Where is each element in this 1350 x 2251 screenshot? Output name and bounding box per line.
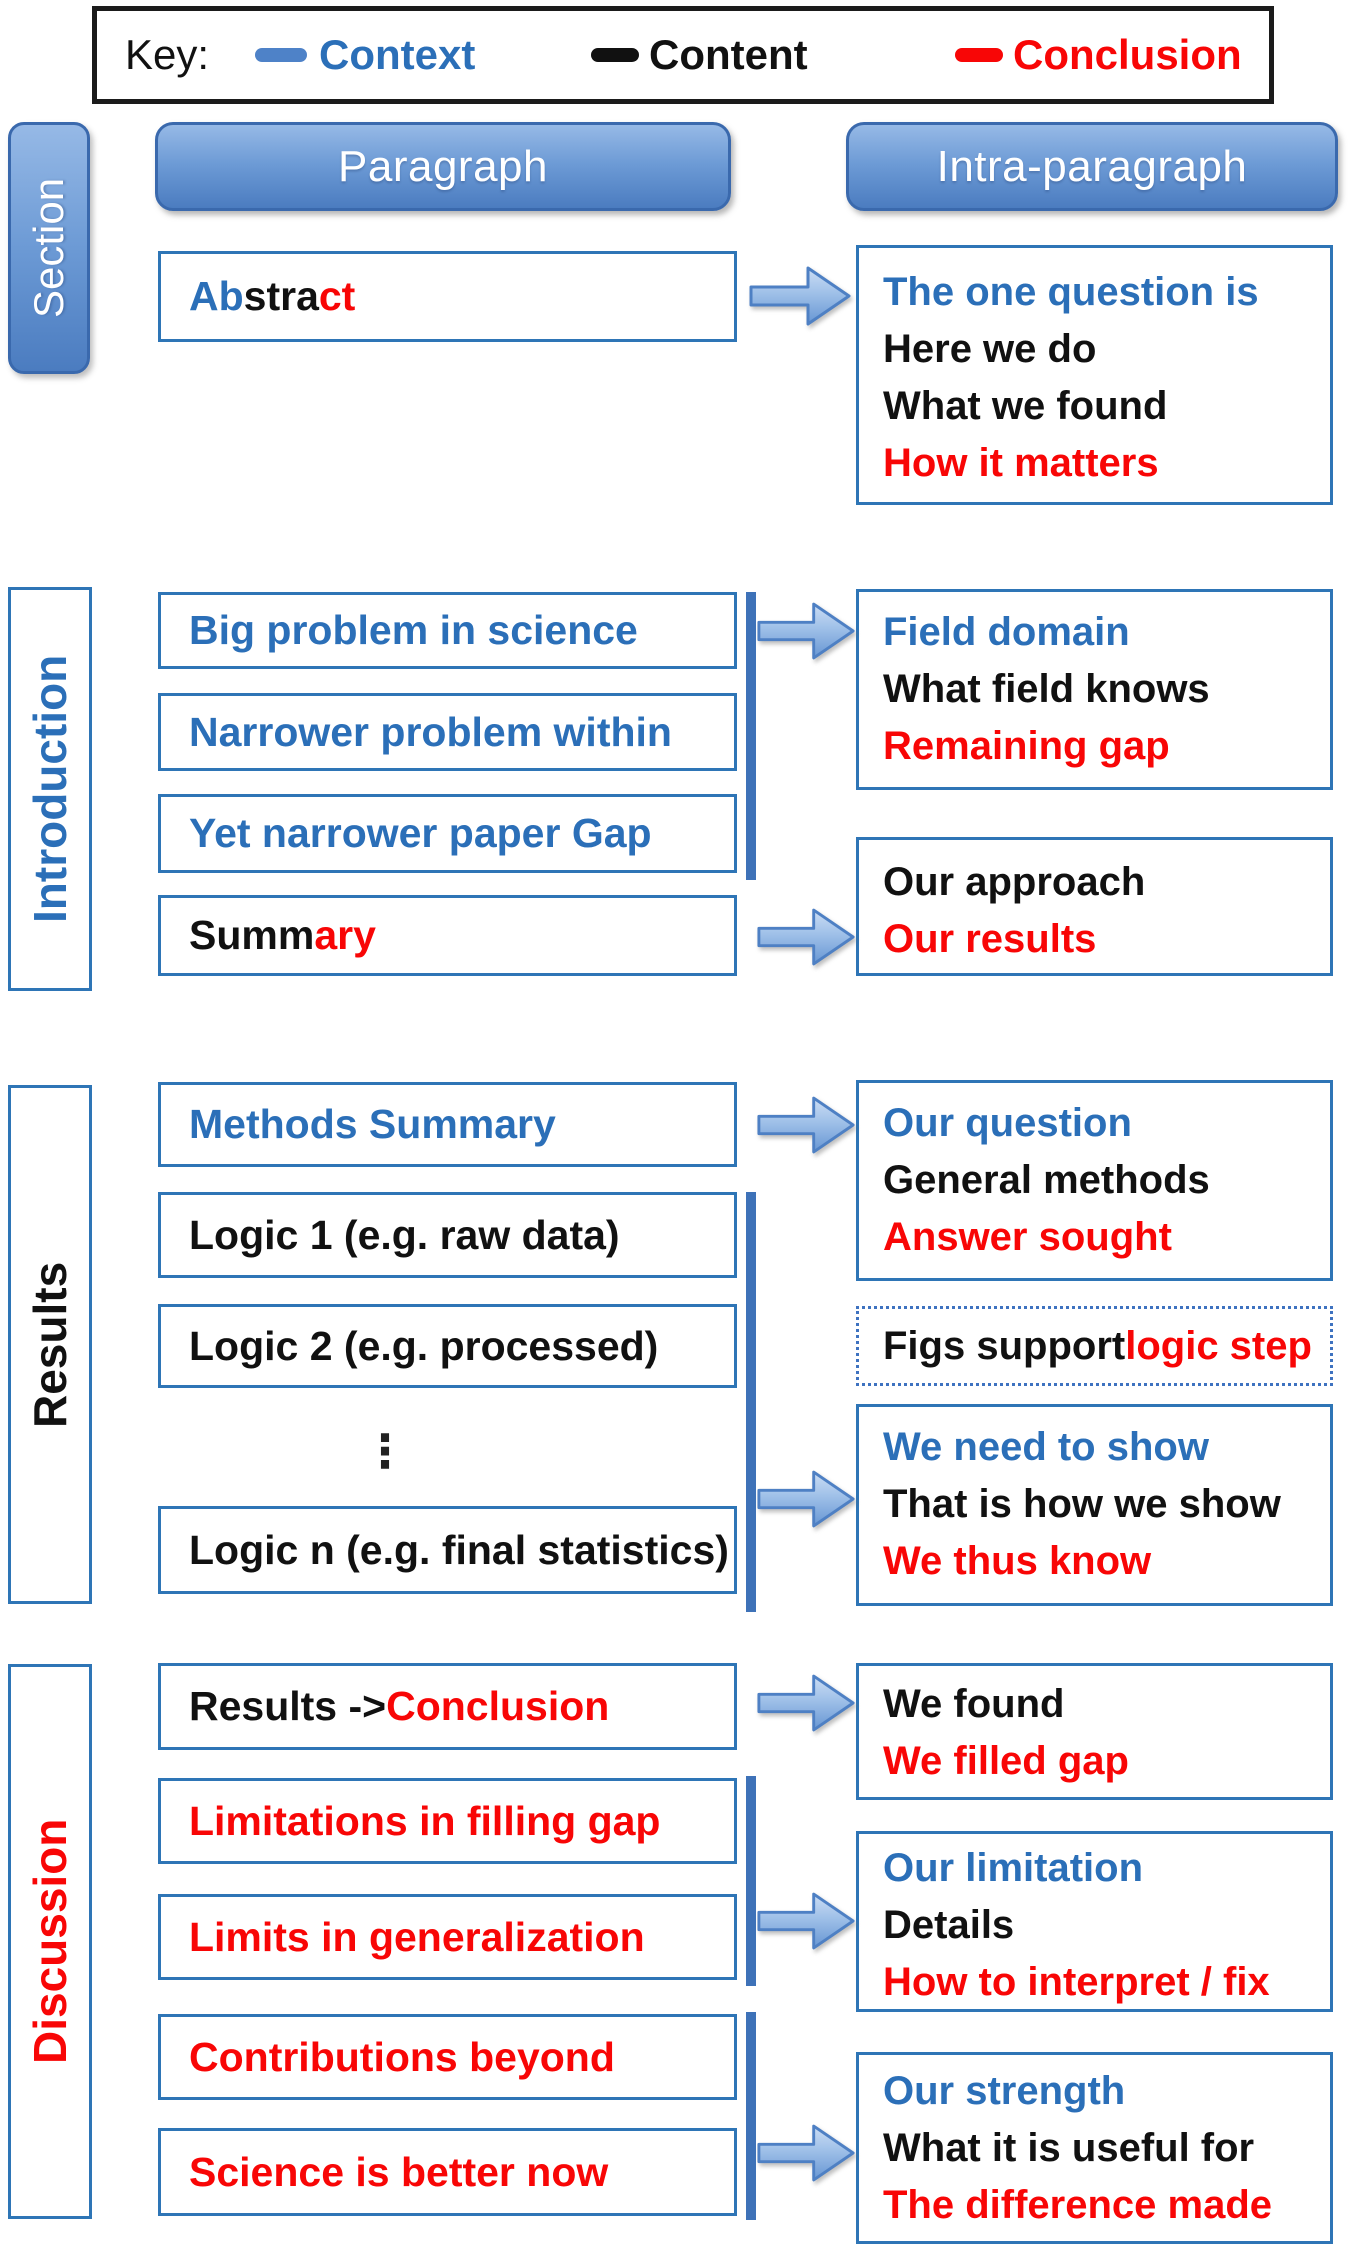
intra-line: Our limitation: [883, 1846, 1143, 1890]
paragraph-box-limits-generalization: Limits in generalization: [158, 1894, 737, 1980]
key-context-label: Context: [319, 31, 476, 78]
side-label-discussion: Discussion: [8, 1664, 92, 2219]
paragraph-box-contributions: Contributions beyond: [158, 2014, 737, 2100]
column-header-paragraph: Paragraph: [155, 122, 731, 211]
intra-line: We filled gap: [883, 1739, 1129, 1783]
flow-arrow-conclusion: [757, 1674, 855, 1732]
column-header-intra-paragraph: Intra-paragraph: [846, 122, 1338, 211]
group-bracket-results: [746, 1192, 756, 1612]
intra-line: Field domain: [883, 610, 1130, 654]
paragraph-box-logic-2: Logic 2 (e.g. processed): [158, 1304, 737, 1388]
intra-line: What we found: [883, 384, 1168, 428]
group-bracket-contributions: [746, 2012, 756, 2220]
intra-line: Our approach: [883, 860, 1146, 904]
intra-box-our-strength: Our strength What it is useful for The d…: [856, 2052, 1333, 2244]
intra-box-figs-support: Figs support logic step: [856, 1306, 1333, 1386]
intra-line: We found: [883, 1682, 1065, 1726]
paragraph-box-paper-gap: Yet narrower paper Gap: [158, 794, 737, 873]
flow-arrow-intro-context: [757, 602, 855, 660]
intra-line: We need to show: [883, 1425, 1209, 1469]
intra-line: Answer sought: [883, 1215, 1172, 1259]
paragraph-box-narrower-problem: Narrower problem within: [158, 693, 737, 771]
intra-box-abstract: The one question is Here we do What we f…: [856, 245, 1333, 505]
paragraph-box-logic-1: Logic 1 (e.g. raw data): [158, 1192, 737, 1278]
ellipsis-dots: ⋮: [362, 1425, 408, 1477]
intra-line: The difference made: [883, 2183, 1273, 2227]
figs-part-content: Figs support: [883, 1323, 1126, 1368]
intra-line: That is how we show: [883, 1482, 1281, 1526]
intra-box-our-question: Our question General methods Answer soug…: [856, 1080, 1333, 1281]
summary-part-conclusion: ary: [314, 912, 376, 958]
paragraph-box-methods-summary: Methods Summary: [158, 1082, 737, 1167]
paragraph-box-logic-n: Logic n (e.g. final statistics): [158, 1506, 737, 1594]
content-dash-icon: [591, 48, 639, 62]
key-label: Key:: [125, 31, 210, 78]
intra-line: How it matters: [883, 441, 1159, 485]
intra-box-we-found: We found We filled gap: [856, 1663, 1333, 1800]
conclusion-dash-icon: [955, 48, 1003, 62]
intra-line: General methods: [883, 1158, 1210, 1202]
intra-box-our-approach: Our approach Our results: [856, 837, 1333, 976]
intra-line: Details: [883, 1903, 1015, 1947]
context-dash-icon: [255, 48, 307, 62]
abstract-part-conclusion: ct: [318, 273, 356, 319]
flow-arrow-logic: [757, 1470, 855, 1528]
paragraph-box-big-problem: Big problem in science: [158, 592, 737, 669]
flow-arrow-intro-summary: [757, 908, 855, 966]
side-label-section: Section: [8, 122, 90, 374]
side-label-results: Results: [8, 1085, 92, 1604]
paragraph-box-science-better: Science is better now: [158, 2128, 737, 2216]
summary-part-content: Summ: [189, 912, 315, 958]
paragraph-box-limitations: Limitations in filling gap: [158, 1778, 737, 1864]
figs-part-conclusion: logic step: [1125, 1323, 1312, 1368]
results-conclusion-part-content: Results ->: [189, 1683, 387, 1729]
flow-arrow-limitations: [757, 1892, 855, 1950]
flow-arrow-abstract: [749, 266, 851, 326]
intra-line: Our question: [883, 1101, 1132, 1145]
key-content-label: Content: [649, 31, 808, 78]
intra-line: How to interpret / fix: [883, 1960, 1270, 2004]
intra-line: We thus know: [883, 1539, 1152, 1583]
intra-line: Our strength: [883, 2069, 1126, 2113]
results-conclusion-part-conclusion: Conclusion: [386, 1683, 610, 1729]
flow-arrow-methods: [757, 1096, 855, 1154]
group-bracket-introduction: [746, 592, 756, 880]
flow-arrow-strength: [757, 2124, 855, 2182]
intra-box-we-need-to-show: We need to show That is how we show We t…: [856, 1404, 1333, 1606]
side-label-introduction: Introduction: [8, 587, 92, 991]
abstract-part-content: stra: [243, 273, 319, 319]
intra-line: The one question is: [883, 270, 1259, 314]
legend-key-box: Key: Context Content Conclusion: [92, 6, 1274, 104]
intra-line: Remaining gap: [883, 724, 1170, 768]
paragraph-box-results-conclusion: Results -> Conclusion: [158, 1663, 737, 1750]
intra-box-field-domain: Field domain What field knows Remaining …: [856, 589, 1333, 790]
intra-line: What field knows: [883, 667, 1210, 711]
key-conclusion-label: Conclusion: [1013, 31, 1242, 78]
intra-box-our-limitation: Our limitation Details How to interpret …: [856, 1831, 1333, 2012]
intra-line: Here we do: [883, 327, 1097, 371]
group-bracket-limitations: [746, 1776, 756, 1986]
abstract-part-context: Ab: [189, 273, 244, 319]
intra-line: What it is useful for: [883, 2126, 1255, 2170]
intra-line: Our results: [883, 917, 1097, 961]
